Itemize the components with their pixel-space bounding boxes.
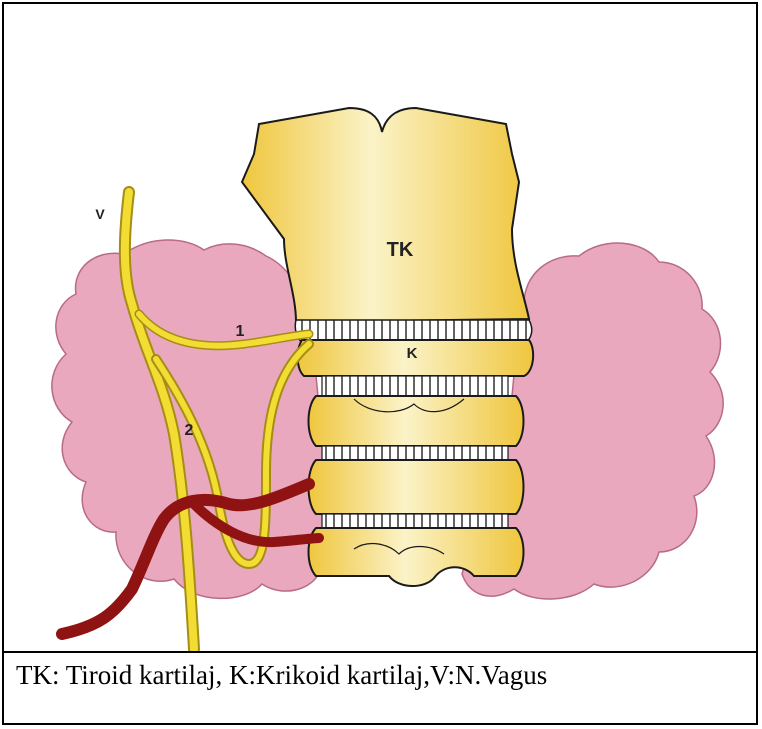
label-v: V xyxy=(95,206,105,222)
caption-cell: TK: Tiroid kartilaj, K:Krikoid kartilaj,… xyxy=(4,653,756,723)
tracheal-ring-2 xyxy=(309,460,524,514)
label-2: 2 xyxy=(185,422,194,439)
tracheal-ring-1 xyxy=(309,396,524,446)
larynx-thyroid-diagram: TK K V 1 2 xyxy=(4,4,756,651)
membrane-band-2 xyxy=(322,446,508,460)
membrane-band-3 xyxy=(322,514,508,528)
figure-cell: TK K V 1 2 xyxy=(4,4,756,653)
label-k: K xyxy=(407,345,418,362)
figure-caption: TK: Tiroid kartilaj, K:Krikoid kartilaj,… xyxy=(16,657,547,693)
membrane-band-1 xyxy=(322,376,508,396)
label-1: 1 xyxy=(236,323,245,340)
label-tk: TK xyxy=(387,239,414,261)
